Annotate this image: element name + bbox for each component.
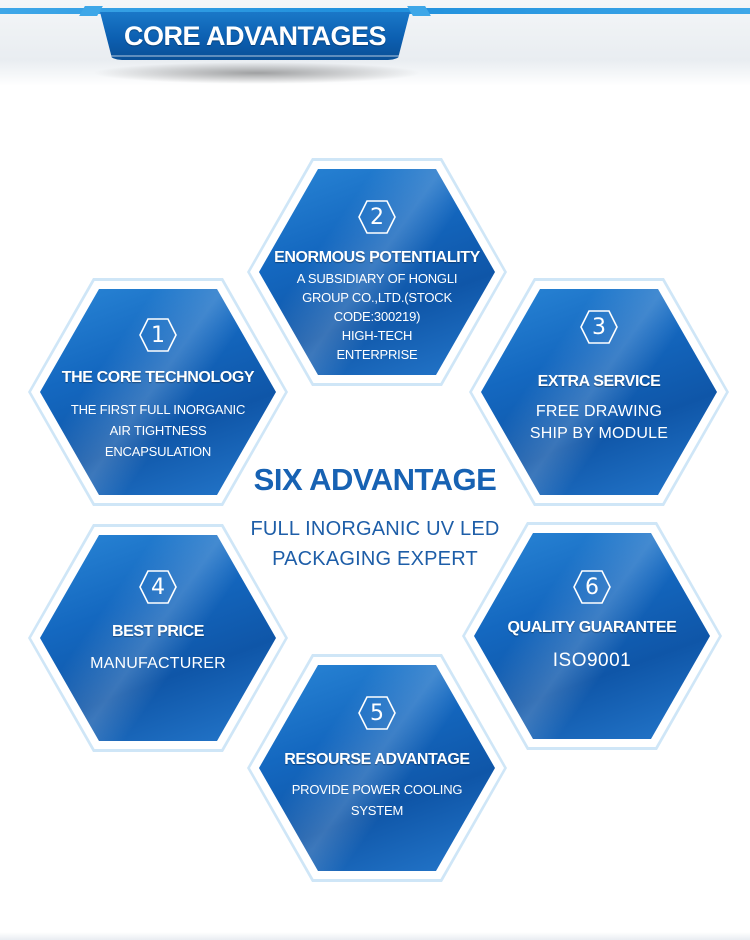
advantage-number: 1 [151, 322, 165, 348]
advantage-number: 2 [370, 204, 384, 230]
number-badge-icon: 3 [579, 309, 619, 345]
banner-shadow [92, 62, 422, 84]
advantage-description: PROVIDE POWER COOLING SYSTEM [291, 782, 463, 818]
advantage-description: ISO9001 [552, 650, 632, 671]
advantage-hex-1: 1 THE CORE TECHNOLOGY THE FIRST FULL INO… [28, 278, 288, 506]
advantage-hex-4: 4 BEST PRICE MANUFACTURER [28, 524, 288, 752]
number-badge-icon: 6 [572, 569, 612, 605]
section-title: CORE ADVANTAGES [123, 20, 387, 51]
advantage-description: MANUFACTURER [90, 655, 226, 672]
advantage-title: RESOURSE ADVANTAGE [284, 751, 470, 768]
advantage-hex-6: 6 QUALITY GUARANTEE ISO9001 [462, 522, 722, 750]
advantage-hex-2: 2 ENORMOUS POTENTIALITY A SUBSIDIARY OF … [247, 158, 507, 386]
advantage-description: A SUBSIDIARY OF HONGLI GROUP CO.,LTD.(ST… [296, 271, 458, 362]
advantage-title: ENORMOUS POTENTIALITY [274, 249, 480, 266]
center-subheadline: FULL INORGANIC UV LED PACKAGING EXPERT [250, 518, 500, 570]
number-badge-icon: 4 [138, 569, 178, 605]
advantage-description: FREE DRAWING SHIP BY MODULE [529, 403, 669, 442]
advantage-number: 5 [370, 700, 384, 726]
center-headline: SIX ADVANTAGE [253, 462, 497, 497]
number-badge-icon: 2 [357, 199, 397, 235]
advantage-description: THE FIRST FULL INORGANIC AIR TIGHTNESS E… [70, 402, 246, 459]
header-accent-line [0, 8, 750, 14]
advantage-number: 6 [585, 574, 599, 600]
advantage-number: 3 [592, 314, 606, 340]
advantage-title: BEST PRICE [111, 623, 205, 640]
section-banner: CORE ADVANTAGES [100, 12, 410, 60]
page-bottom-edge [0, 932, 750, 940]
number-badge-icon: 1 [138, 317, 178, 353]
advantage-hex-5: 5 RESOURSE ADVANTAGE PROVIDE POWER COOLI… [247, 654, 507, 882]
advantage-title: QUALITY GUARANTEE [507, 619, 677, 636]
advantage-number: 4 [151, 574, 165, 600]
number-badge-icon: 5 [357, 695, 397, 731]
advantage-title: EXTRA SERVICE [537, 373, 661, 390]
advantage-hex-3: 3 EXTRA SERVICE FREE DRAWING SHIP BY MOD… [469, 278, 729, 506]
advantage-title: THE CORE TECHNOLOGY [61, 369, 255, 386]
